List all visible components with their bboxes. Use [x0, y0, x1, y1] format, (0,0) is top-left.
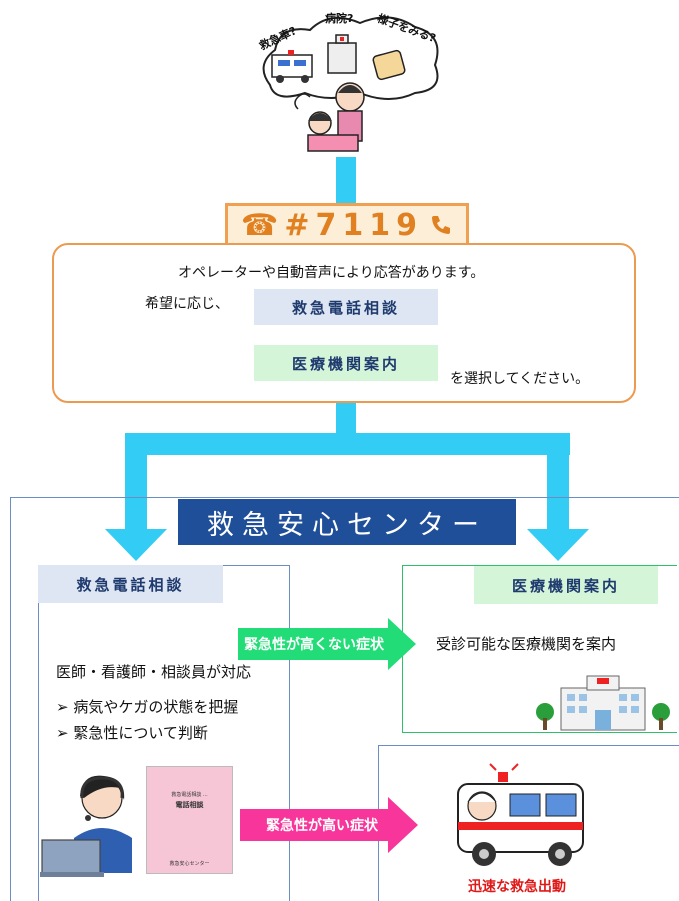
guide-desc: 受診可能な医療機関を案内	[436, 635, 617, 653]
info-suffix: を選択してください。	[450, 371, 590, 387]
ambulance-illustration	[457, 763, 584, 866]
manual-booklet: 救急電話相談 ... 電話相談 救急安心センター	[146, 766, 233, 874]
hospital-building	[536, 675, 670, 731]
manual-bottom-text: 救急安心センター	[169, 861, 210, 867]
operator-illustration	[40, 775, 132, 877]
connector-arrow-top	[336, 157, 356, 203]
guide-title: 医療機関案内	[474, 566, 658, 604]
thought-hospital: 病院?	[325, 12, 354, 25]
manual-title: 電話相談	[175, 801, 204, 809]
consult-staff: 医師・看護師・相談員が対応	[56, 663, 252, 681]
option-phone-consult: 救急電話相談	[254, 289, 438, 325]
consult-point1: ➢ 病気やケガの状態を把握	[56, 698, 239, 716]
center-box	[10, 497, 679, 901]
manual-top-text: 救急電話相談 ...	[171, 792, 208, 798]
worried-family-illustration	[262, 16, 439, 152]
low-urgency-arrow	[238, 618, 416, 670]
high-urgency-label: 緊急性が高い症状	[266, 818, 378, 834]
phone-handset-icon	[432, 216, 450, 234]
info-line1: オペレーターや自動音声により応答があります。	[178, 265, 485, 281]
low-urgency-label: 緊急性が高くない症状	[244, 637, 384, 653]
split-arrows	[105, 403, 589, 561]
center-title: 救急安心センター	[178, 499, 516, 545]
option-medical-guide: 医療機関案内	[254, 345, 438, 381]
consult-point2: ➢ 緊急性について判断	[56, 724, 208, 742]
info-prefix: 希望に応じ、	[145, 296, 229, 312]
consult-title: 救急電話相談	[38, 565, 223, 603]
high-urgency-arrow	[240, 797, 418, 853]
phone-number-box: ☎#7119	[225, 203, 469, 247]
phone-number: ☎#7119	[240, 207, 423, 243]
dispatch-label: 迅速な救急出動	[468, 879, 566, 895]
